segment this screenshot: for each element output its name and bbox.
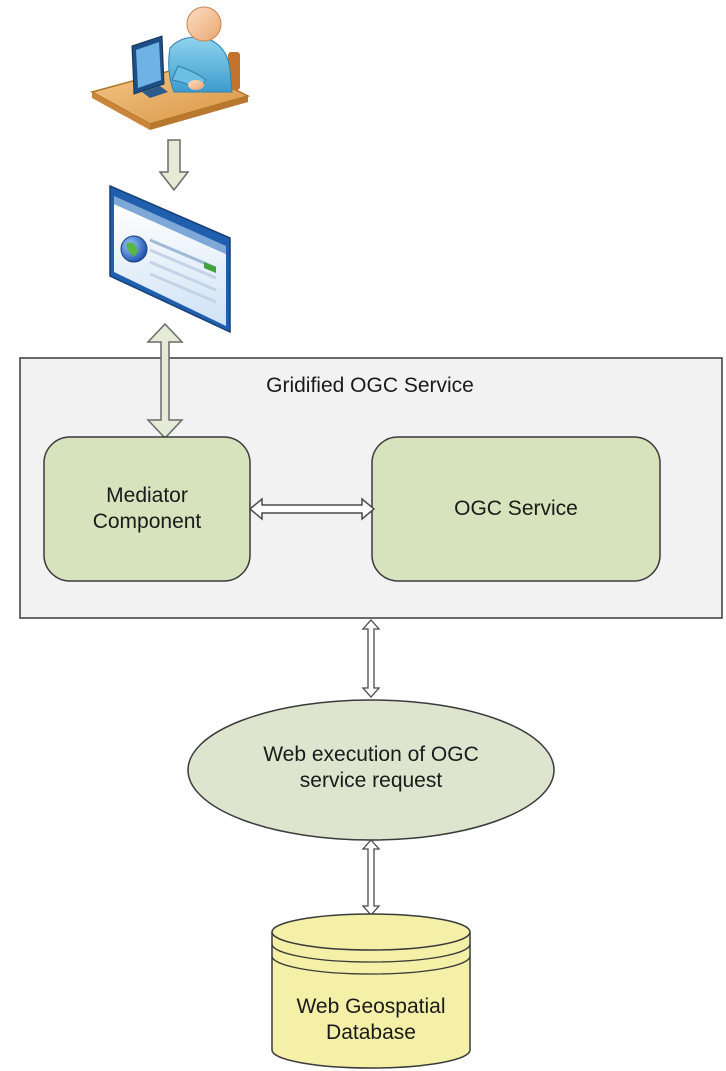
container-title: Gridified OGC Service — [266, 374, 474, 397]
database-label-line-2: Database — [326, 1021, 416, 1044]
database-label-line-1: Web Geospatial — [296, 995, 446, 1018]
ogc-service-label: OGC Service — [454, 497, 578, 520]
database-cylinder-icon — [271, 913, 471, 1069]
user-at-desk-icon — [90, 6, 251, 130]
database-label: Web Geospatial Database — [272, 994, 470, 1046]
double-arrow-execution-database — [361, 839, 381, 916]
mediator-label-line-2: Component — [92, 510, 202, 533]
double-arrow-mediator-ogc — [248, 497, 376, 521]
execution-label-line-1: Web execution of OGC — [263, 743, 479, 766]
mediator-label-line-1: Mediator — [106, 484, 188, 507]
web-execution-label: Web execution of OGC service request — [188, 742, 554, 794]
execution-label-line-2: service request — [299, 769, 443, 792]
down-arrow-user-to-browser — [158, 139, 190, 192]
mediator-component-label: Mediator Component — [44, 483, 250, 535]
double-arrow-service-execution — [361, 619, 381, 698]
browser-window-icon — [109, 184, 231, 334]
